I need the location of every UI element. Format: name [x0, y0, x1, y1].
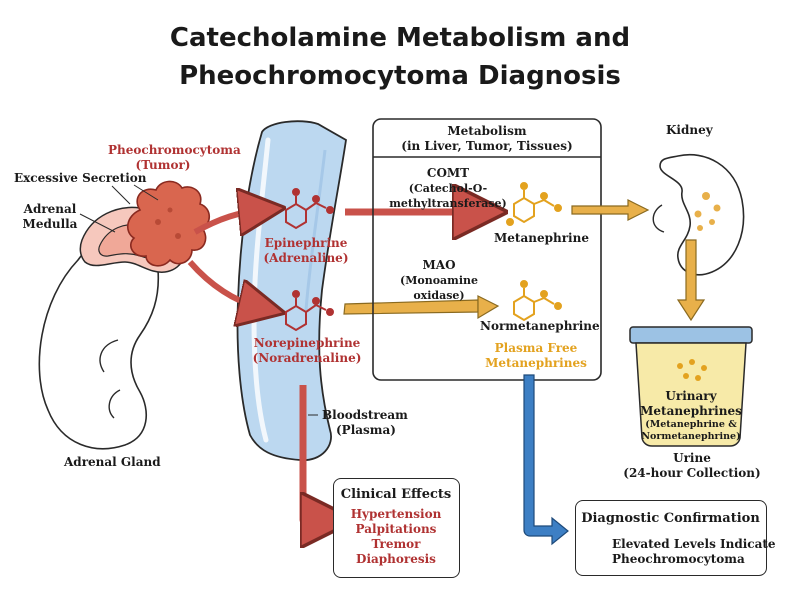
- clinical-effect-item: Palpitations: [355, 522, 437, 536]
- comt-full-line-2: methyltransferase): [389, 197, 507, 210]
- kidney-illustration: [652, 154, 745, 276]
- clinical-effects-title: Clinical Effects: [340, 487, 452, 502]
- tumor-label: Pheochromocytoma (Tumor): [108, 143, 241, 173]
- urine-caption-line-2: (24-hour Collection): [623, 466, 761, 480]
- plasma-free-metanephrines-label: Plasma Free Metanephrines: [474, 341, 598, 371]
- diagnostic-text: Elevated Levels Indicate Pheochromocytom…: [612, 537, 776, 567]
- comt-label: COMT (Catechol-O- methyltransferase): [388, 166, 508, 211]
- plasma-free-line-1: Plasma Free: [494, 341, 578, 355]
- mao-full-line-2: oxidase): [413, 289, 465, 302]
- diagnostic-line-1: Elevated Levels Indicate: [612, 537, 776, 551]
- normetanephrine-label: Normetanephrine: [480, 319, 600, 333]
- urinary-line-4: Normetanephrine): [641, 431, 741, 442]
- comt-name: COMT: [426, 166, 470, 180]
- tumor-label-line-1: Pheochromocytoma: [108, 143, 241, 157]
- excessive-secretion-label: Excessive Secretion: [14, 171, 147, 185]
- bloodstream-line-1: Bloodstream: [322, 408, 408, 422]
- tumor-label-line-2: (Tumor): [135, 158, 191, 172]
- diagnostic-confirmation-box: Diagnostic Confirmation Elevated Levels …: [575, 500, 776, 576]
- diagnostic-title: Diagnostic Confirmation: [581, 511, 760, 526]
- secretion-arrow-norepinephrine: [187, 260, 262, 308]
- diagnostic-line-2: Pheochromocytoma: [612, 552, 745, 566]
- urine-collection-cup: [629, 326, 753, 447]
- norepinephrine-label: Norepinephrine (Noradrenaline): [252, 336, 362, 366]
- metanephrine-molecule-icon: [506, 182, 562, 226]
- adrenal-medulla-line-2: Medulla: [22, 217, 78, 231]
- plasma-to-diagnostic-arrow: [523, 374, 569, 546]
- epinephrine-line-2: (Adrenaline): [263, 251, 349, 265]
- epinephrine-molecule-icon: [285, 188, 334, 230]
- page-title-line-1: Catecholamine Metabolism and: [169, 23, 631, 53]
- clinical-effect-item: Tremor: [371, 537, 421, 551]
- urinary-line-1: Urinary: [665, 389, 717, 403]
- clinical-effects-box: Clinical Effects Hypertension Palpitatio…: [333, 478, 460, 578]
- clinical-effect-item: Hypertension: [350, 507, 442, 521]
- kidney-to-urine-arrow: [676, 239, 706, 322]
- bloodstream-label: Bloodstream (Plasma): [322, 408, 408, 438]
- norepinephrine-line-1: Norepinephrine: [253, 336, 361, 350]
- metabolism-title: Metabolism (in Liver, Tumor, Tissues): [375, 124, 599, 154]
- page-title-line-2: Pheochromocytoma Diagnosis: [179, 61, 621, 91]
- norepinephrine-line-2: (Noradrenaline): [252, 351, 362, 365]
- bloodstream-to-clinical-arrow: [299, 385, 328, 520]
- metabolism-box: [372, 118, 602, 381]
- epinephrine-line-1: Epinephrine: [264, 236, 348, 250]
- mao-name: MAO: [422, 258, 456, 272]
- mao-label: MAO (Monoamine oxidase): [394, 258, 484, 303]
- secretion-leader-line: [111, 185, 131, 205]
- adrenal-medulla-label: Adrenal Medulla: [18, 202, 82, 232]
- adrenal-gland-label: Adrenal Gland: [64, 455, 161, 469]
- norepinephrine-to-mao-arrow: [343, 295, 500, 320]
- urinary-metanephrines-label: Urinary Metanephrines (Metanephrine & No…: [634, 389, 748, 443]
- pheochromocytoma-tumor: [127, 180, 211, 267]
- urine-caption: Urine (24-hour Collection): [620, 451, 764, 481]
- clinical-effect-item: Diaphoresis: [356, 552, 436, 566]
- kidney-label: Kidney: [666, 123, 713, 137]
- metabolism-title-line-2: (in Liver, Tumor, Tissues): [401, 139, 573, 153]
- adrenal-medulla-line-1: Adrenal: [23, 202, 77, 216]
- medulla-leader-line: [79, 213, 116, 233]
- clinical-effects-list: Hypertension Palpitations Tremor Diaphor…: [334, 507, 458, 567]
- metanephrine-label: Metanephrine: [494, 231, 589, 245]
- plasma-free-line-2: Metanephrines: [485, 356, 587, 370]
- norepinephrine-molecule-icon: [285, 290, 334, 332]
- bloodstream-line-2: (Plasma): [336, 423, 396, 437]
- urinary-line-2: Metanephrines: [640, 404, 742, 418]
- mao-full-line-1: (Monoamine: [400, 274, 478, 287]
- metabolism-title-line-1: Metabolism: [447, 124, 527, 138]
- epinephrine-label: Epinephrine (Adrenaline): [256, 236, 356, 266]
- urine-caption-line-1: Urine: [673, 451, 711, 465]
- urinary-line-3: (Metanephrine &: [645, 419, 737, 430]
- normetanephrine-molecule-icon: [513, 280, 562, 322]
- metabolism-to-kidney-arrow: [571, 199, 650, 221]
- tumor-leader-line: [133, 184, 159, 201]
- secretion-arrow-epinephrine: [193, 210, 262, 232]
- comt-full-line-1: (Catechol-O-: [408, 182, 488, 195]
